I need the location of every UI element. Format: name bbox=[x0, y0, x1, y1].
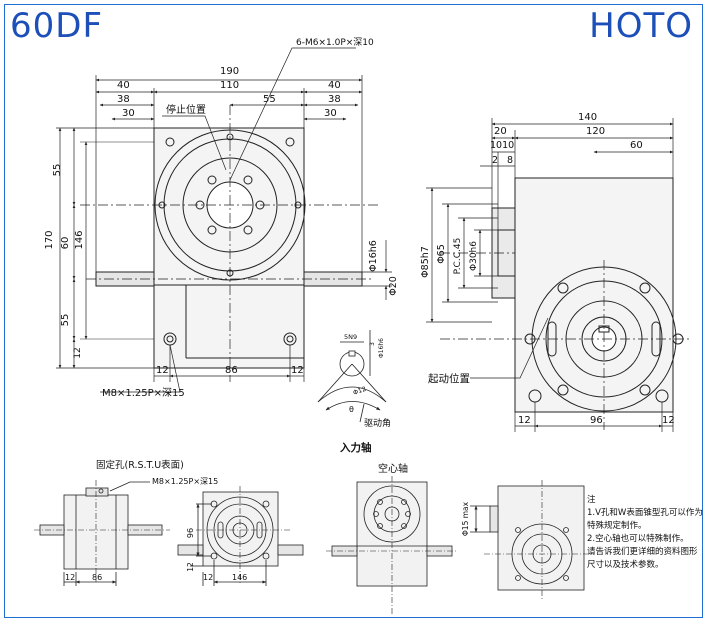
sm-96: 96 bbox=[186, 528, 195, 538]
front-view bbox=[80, 105, 380, 382]
small-view-1 bbox=[34, 480, 170, 586]
notes-line-5: 尺寸以及技术参数。 bbox=[587, 560, 664, 570]
page-border bbox=[4, 4, 703, 618]
dim-55-top: 55 bbox=[263, 94, 276, 105]
dim-30-left: 30 bbox=[122, 108, 135, 119]
sm-12a: 12 bbox=[65, 573, 75, 582]
small-view-3 bbox=[326, 476, 458, 614]
key-theta: θ bbox=[349, 405, 354, 414]
front-body bbox=[153, 127, 305, 369]
front-dimensions bbox=[56, 47, 392, 393]
dim-55-v-bottom: 55 bbox=[60, 314, 71, 327]
stop-position-label: 停止位置 bbox=[166, 103, 206, 116]
mount-bolt-label: M8×1.25P×深15 bbox=[102, 387, 185, 399]
sm-86: 86 bbox=[92, 573, 102, 582]
dim-20: 20 bbox=[494, 126, 507, 137]
model-title: 60DF bbox=[10, 6, 104, 46]
mount-bolt-small-label: M8×1.25P×深15 bbox=[152, 477, 218, 486]
hollow-shaft-label: 空心轴 bbox=[378, 462, 408, 475]
dim-phi30h6: Φ30h6 bbox=[469, 241, 479, 271]
dim-pcc45: P.C.C.45 bbox=[453, 238, 463, 275]
dim-96: 96 bbox=[590, 415, 603, 426]
dim-170: 170 bbox=[44, 230, 55, 249]
start-position-label: 起动位置 bbox=[428, 372, 470, 385]
dim-phi20: Φ20 bbox=[388, 276, 399, 296]
key-phi16: Φ16h6 bbox=[378, 338, 385, 358]
dim-phi65: Φ65 bbox=[436, 244, 447, 264]
brand-title: HOTO bbox=[589, 6, 693, 46]
dim-12-bottom-right: 12 bbox=[291, 365, 304, 376]
input-shaft-detail bbox=[317, 330, 387, 423]
dim-40-left: 40 bbox=[117, 80, 130, 91]
dim-55-v-top: 55 bbox=[52, 164, 63, 177]
dim-120: 120 bbox=[586, 126, 605, 137]
drive-angle-label: 驱动角 bbox=[364, 417, 391, 429]
dim-phi16h6: Φ16h6 bbox=[368, 240, 379, 272]
small-view-2 bbox=[177, 486, 304, 586]
dim-86: 86 bbox=[225, 365, 238, 376]
notes-line-4: 请告诉我们更详细的资料图形 bbox=[587, 547, 698, 557]
sm-146: 146 bbox=[232, 573, 247, 582]
notes-line-3: 2.空心轴也可以特殊制作。 bbox=[587, 534, 689, 544]
dim-12-bottom-left: 12 bbox=[156, 365, 169, 376]
dim-phi85h7: Φ85h7 bbox=[420, 246, 431, 278]
key-5n9: 5N9 bbox=[344, 333, 357, 341]
notes-heading: 注 bbox=[587, 495, 596, 505]
dim-190: 190 bbox=[220, 66, 239, 77]
dim-146: 146 bbox=[74, 230, 85, 249]
notes-line-2: 特殊规定制作。 bbox=[587, 521, 647, 531]
small-view-4 bbox=[470, 480, 592, 600]
dim-12-side-right: 12 bbox=[662, 415, 675, 426]
dim-8: 8 bbox=[507, 155, 513, 166]
input-shaft-label: 入力轴 bbox=[340, 441, 372, 454]
side-view bbox=[440, 177, 690, 430]
dim-38-left: 38 bbox=[117, 94, 130, 105]
dim-40-right: 40 bbox=[328, 80, 341, 91]
dim-60-right: 60 bbox=[630, 140, 643, 151]
dim-38-right: 38 bbox=[328, 94, 341, 105]
dim-1010: 1010 bbox=[490, 140, 514, 151]
dim-12-v: 12 bbox=[73, 347, 83, 358]
notes-line-1: 1.V孔和W表面锥型孔可以作为 bbox=[587, 508, 703, 518]
thread-label-top: 6-M6×1.0P×深10 bbox=[296, 37, 374, 48]
sm-12b: 12 bbox=[186, 562, 195, 572]
dim-110: 110 bbox=[220, 80, 239, 91]
dim-60-v: 60 bbox=[60, 237, 71, 250]
dim-140: 140 bbox=[578, 112, 597, 123]
notes-block: 注 1.V孔和W表面锥型孔可以作为 特殊规定制作。 2.空心轴也可以特殊制作。 … bbox=[587, 494, 703, 572]
dim-12-side-left: 12 bbox=[518, 415, 531, 426]
key-3: 3 bbox=[369, 342, 376, 346]
key-phi12: Φ12 bbox=[352, 385, 367, 397]
side-body bbox=[514, 177, 674, 413]
dim-2: 2 bbox=[492, 155, 498, 166]
side-dimensions bbox=[426, 118, 674, 432]
dim-30-right: 30 bbox=[324, 108, 337, 119]
sm-12c: 12 bbox=[203, 573, 213, 582]
fixing-holes-label: 固定孔(R.S.T.U表面) bbox=[96, 459, 184, 471]
phi15-max: Φ15 max bbox=[461, 501, 470, 536]
